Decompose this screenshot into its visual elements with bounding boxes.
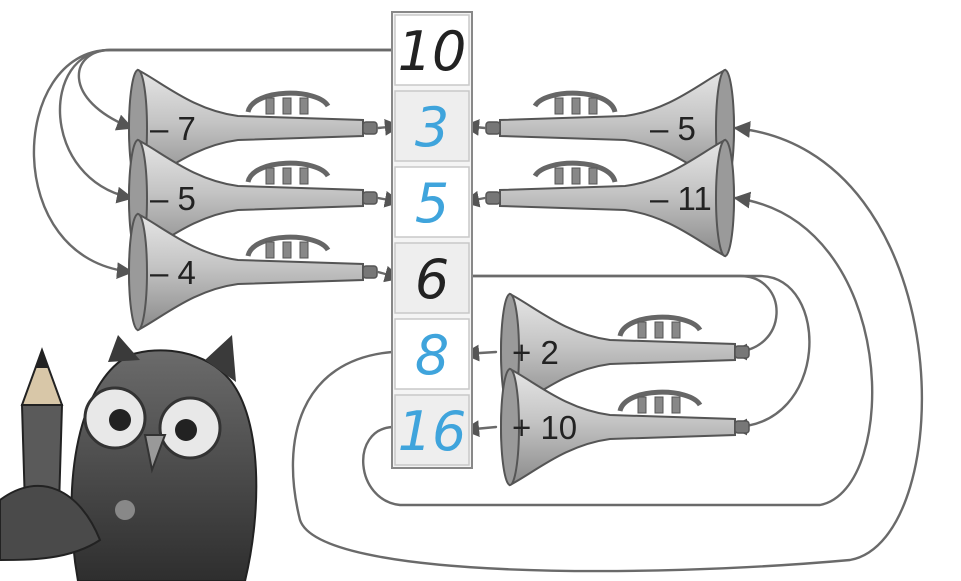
operation-label: – 5 [150, 180, 196, 217]
given-number: 10 [398, 20, 467, 83]
answer-number: 5 [415, 172, 449, 235]
given-number: 6 [415, 248, 449, 311]
trumpet-left: – 5 [129, 140, 402, 256]
operation-label: + 2 [512, 334, 559, 371]
trumpet-right: – 11 [462, 140, 734, 256]
connector-curve [361, 191, 874, 507]
connector-curve [32, 48, 394, 279]
connector-lines [32, 48, 924, 573]
number-cell [394, 166, 470, 238]
number-column: 10 3 5 6 8 16 [391, 11, 473, 469]
connector-curve [291, 121, 924, 573]
operation-label: + 10 [512, 409, 577, 446]
number-cell [394, 90, 470, 162]
trumpet-left: – 4 [129, 214, 402, 330]
answer-number: 8 [415, 324, 449, 387]
number-cell [394, 318, 470, 390]
number-cell [394, 242, 470, 314]
column-frame [391, 11, 473, 469]
operation-label: – 5 [650, 110, 696, 147]
answer-number: 3 [415, 96, 449, 159]
trumpet-right: + 10 [462, 369, 749, 485]
operation-label: – 7 [150, 110, 196, 147]
operation-label: – 11 [650, 180, 712, 217]
trumpet-left: – 7 [129, 70, 402, 186]
trumpet-right: + 2 [462, 294, 749, 410]
number-cell [394, 394, 470, 466]
connector-curve [470, 274, 811, 436]
answer-number: 16 [398, 400, 467, 463]
number-cell [394, 14, 470, 86]
operation-label: – 4 [150, 254, 196, 291]
owl-mascot [0, 335, 258, 581]
